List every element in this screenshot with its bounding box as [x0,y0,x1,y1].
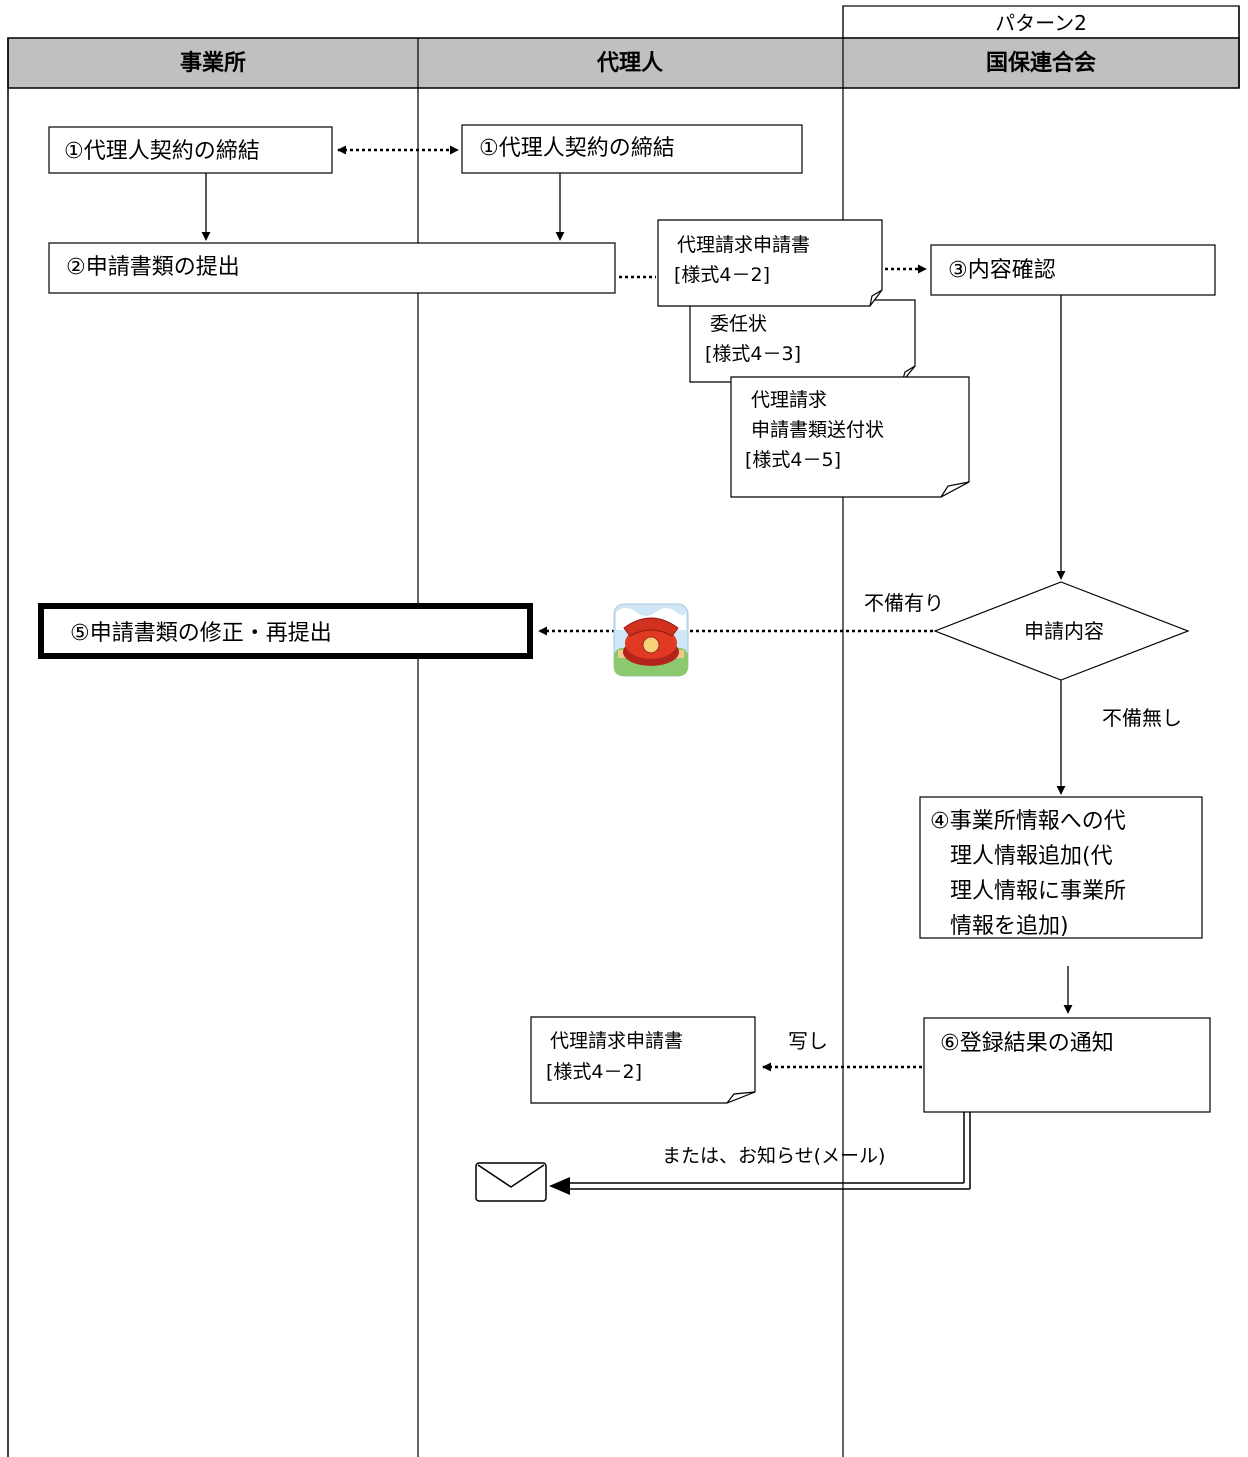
add-info-line2: 理人情報追加(代 [950,844,1113,869]
notify-label: ⑥登録結果の通知 [940,1031,1114,1056]
contract-box-office [48,126,333,174]
correct-box [38,603,533,659]
phone-icon [613,603,689,677]
copy-doc-line1: 代理請求申請書 [550,1030,683,1052]
doc3-line3: [様式4－5] [745,449,841,471]
copy-doc-line2: [様式4－2] [546,1061,642,1083]
submit-box [48,242,616,294]
document-power-of-attorney [689,299,916,383]
decision-label: 申請内容 [1024,619,1104,643]
correct-label: ⑤申請書類の修正・再提出 [70,621,332,646]
pattern-label-box [842,5,1240,39]
contract-box-agent [461,124,803,174]
lane-header-federation: 国保連合会 [986,50,1096,76]
defect-no-label: 不備無し [1102,706,1182,730]
document-application-form [657,219,883,307]
lane-header-office: 事業所 [180,50,246,76]
pattern-label: パターン2 [995,11,1087,35]
add-info-line3: 理人情報に事業所 [950,879,1126,904]
doc2-line2: [様式4－3] [705,343,801,365]
submit-label: ②申請書類の提出 [66,255,240,280]
doc1-line2: [様式4－2] [674,264,770,286]
doc3-line2: 申請書類送付状 [751,419,884,441]
defect-yes-label: 不備有り [864,591,944,615]
add-info-line4: 情報を追加) [950,914,1069,939]
contract-office-label: ①代理人契約の締結 [64,139,260,164]
notify-box [923,1017,1211,1113]
doc2-line1: 委任状 [710,313,767,335]
add-info-line1: ④事業所情報への代 [930,809,1126,834]
email-double-arrow [549,1112,971,1195]
document-cover-letter [730,376,970,498]
lane-header-agent: 代理人 [596,51,663,76]
doc3-line1: 代理請求 [751,389,827,411]
envelope-icon [475,1162,547,1202]
check-box [930,244,1216,296]
copy-label: 写し [788,1029,828,1053]
contract-agent-label: ①代理人契約の締結 [479,136,675,161]
email-notice-label: または、お知らせ(メール) [662,1145,885,1167]
add-info-box [919,796,1203,939]
document-copy [530,1016,756,1104]
check-label: ③内容確認 [948,258,1056,283]
doc1-line1: 代理請求申請書 [677,234,810,256]
header-band [7,37,1240,89]
